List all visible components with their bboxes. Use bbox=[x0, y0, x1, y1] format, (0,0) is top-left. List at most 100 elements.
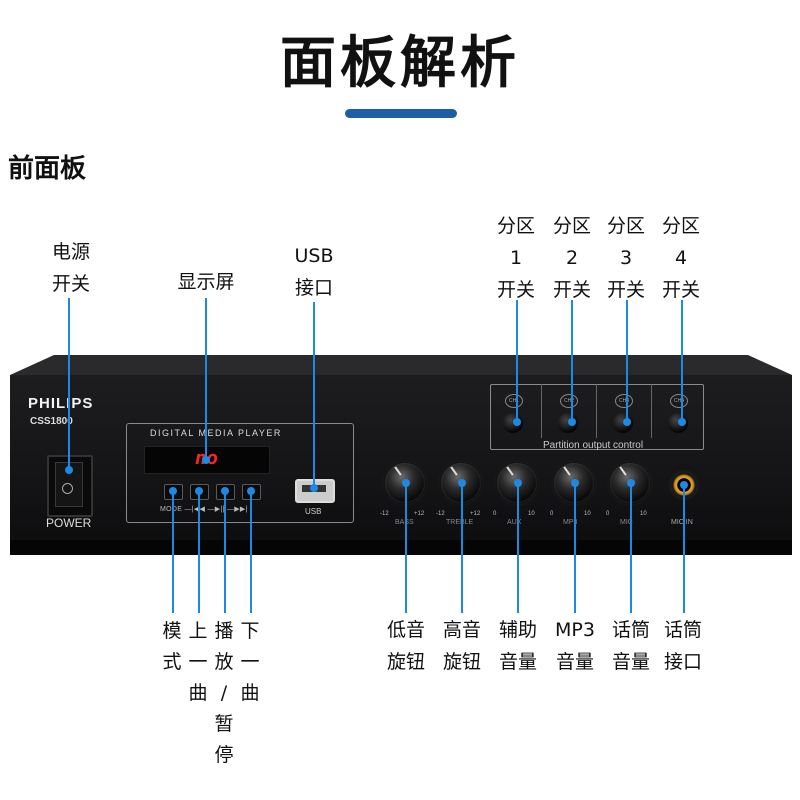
callout-zone-3: 分区 3 开关 bbox=[603, 210, 649, 306]
mp3-l1: MP3 bbox=[555, 619, 595, 641]
mic-l1: 话筒 bbox=[611, 619, 650, 641]
callout-prev: 上 一 曲 bbox=[187, 616, 209, 709]
callout-usb: USB 接口 bbox=[288, 240, 340, 304]
callout-line-zone1 bbox=[516, 300, 518, 420]
aux-min: 0 bbox=[493, 511, 497, 517]
callout-power: 电源 开关 bbox=[46, 236, 96, 300]
mic-knob-label: MIC bbox=[620, 519, 633, 526]
partition-frame bbox=[490, 384, 704, 450]
mic-min: 0 bbox=[606, 511, 610, 517]
partition-divider bbox=[541, 384, 542, 438]
ch2-label: CH2 bbox=[560, 394, 578, 408]
play-c4: 暂 bbox=[214, 713, 234, 735]
zone4-l3: 开关 bbox=[661, 279, 700, 301]
zone1-l1: 分区 bbox=[496, 215, 535, 237]
section-heading: 前面板 bbox=[8, 154, 87, 184]
callout-line-mic-jack bbox=[683, 485, 685, 613]
treble-min: -12 bbox=[436, 511, 445, 517]
page-title: 面板解析 bbox=[280, 30, 520, 96]
micjack-l1: 话筒 bbox=[663, 619, 702, 641]
callout-dot-usb bbox=[310, 484, 318, 492]
ch4-label: CH4 bbox=[670, 394, 688, 408]
play-c5: 停 bbox=[214, 744, 234, 766]
callout-power-line1: 电源 bbox=[51, 241, 90, 263]
callout-line-aux bbox=[517, 483, 519, 613]
callout-dot-zone3 bbox=[623, 418, 631, 426]
aux-l1: 辅助 bbox=[498, 619, 537, 641]
callout-line-mode bbox=[172, 491, 174, 613]
zone3-l3: 开关 bbox=[606, 279, 645, 301]
callout-line-zone4 bbox=[681, 300, 683, 420]
next-c3: 曲 bbox=[240, 682, 260, 704]
micjack-l2: 接口 bbox=[663, 651, 702, 673]
treble-label: TREBLE bbox=[446, 519, 474, 526]
aux-max: 10 bbox=[528, 511, 535, 517]
prev-c3: 曲 bbox=[188, 682, 208, 704]
callout-next: 下 一 曲 bbox=[239, 616, 261, 709]
power-label: POWER bbox=[46, 516, 92, 530]
prev-c2: 一 bbox=[188, 651, 208, 673]
mic-in-label: MIC IN bbox=[671, 519, 693, 526]
callout-dot-zone1 bbox=[513, 418, 521, 426]
mp3-min: 0 bbox=[550, 511, 554, 517]
callout-line-play bbox=[224, 491, 226, 613]
model-label: CSS1800 bbox=[30, 416, 73, 427]
callout-line-zone3 bbox=[626, 300, 628, 420]
callout-treble: 高音 旋钮 bbox=[436, 614, 488, 678]
mic-l2: 音量 bbox=[611, 651, 650, 673]
callout-line-mic bbox=[630, 483, 632, 613]
zone1-l2: 1 bbox=[509, 247, 523, 269]
callout-mic: 话筒 音量 bbox=[605, 614, 657, 678]
callout-mp3: MP3 音量 bbox=[548, 614, 602, 678]
ch1-label: CH1 bbox=[505, 394, 523, 408]
brand-logo: PHILIPS bbox=[28, 395, 94, 412]
next-c2: 一 bbox=[240, 651, 260, 673]
treble-max: +12 bbox=[470, 511, 481, 517]
zone4-l1: 分区 bbox=[661, 215, 700, 237]
callout-power-line2: 开关 bbox=[51, 273, 90, 295]
callout-line-treble bbox=[461, 483, 463, 613]
usb-port-label: USB bbox=[305, 507, 322, 516]
title-underline bbox=[345, 109, 457, 118]
play-c1: 播 bbox=[214, 620, 234, 642]
zone1-l3: 开关 bbox=[496, 279, 535, 301]
callout-zone-1: 分区 1 开关 bbox=[493, 210, 539, 306]
aux-label: AUX bbox=[507, 519, 522, 526]
callout-aux: 辅助 音量 bbox=[492, 614, 544, 678]
zone2-l1: 分区 bbox=[552, 215, 591, 237]
callout-zone-4: 分区 4 开关 bbox=[658, 210, 704, 306]
mic-max: 10 bbox=[640, 511, 647, 517]
callout-dot-zone2 bbox=[568, 418, 576, 426]
callout-bass: 低音 旋钮 bbox=[380, 614, 432, 678]
prev-c1: 上 bbox=[188, 620, 208, 642]
callout-line-mp3 bbox=[574, 483, 576, 613]
power-symbol-icon bbox=[62, 483, 73, 494]
partition-divider bbox=[596, 384, 597, 438]
bass-l2: 旋钮 bbox=[386, 651, 425, 673]
callout-zone-2: 分区 2 开关 bbox=[549, 210, 595, 306]
zone2-l3: 开关 bbox=[552, 279, 591, 301]
callout-line-usb bbox=[313, 302, 315, 488]
callout-usb-line1: USB bbox=[294, 245, 334, 267]
zone4-l2: 4 bbox=[674, 247, 688, 269]
bass-l1: 低音 bbox=[386, 619, 425, 641]
zone2-l2: 2 bbox=[565, 247, 579, 269]
play-c3: / bbox=[220, 682, 228, 704]
callout-mode: 模 式 bbox=[161, 616, 183, 678]
callout-dot-power bbox=[65, 466, 73, 474]
callout-line-next bbox=[250, 491, 252, 613]
media-player-title: DIGITAL MEDIA PLAYER bbox=[150, 428, 282, 438]
mode-c2: 式 bbox=[162, 651, 182, 673]
media-player-frame bbox=[126, 423, 354, 523]
button-row-label: MODE —|◀◀ —▶|| —▶▶| bbox=[160, 506, 248, 513]
callout-line-zone2 bbox=[571, 300, 573, 420]
next-c1: 下 bbox=[240, 620, 260, 642]
callout-dot-zone4 bbox=[678, 418, 686, 426]
treble-l2: 旋钮 bbox=[442, 651, 481, 673]
mp3-label: MP3 bbox=[563, 519, 578, 526]
mp3-l2: 音量 bbox=[555, 651, 594, 673]
bass-min: -12 bbox=[380, 511, 389, 517]
zone3-l1: 分区 bbox=[606, 215, 645, 237]
partition-label: Partition output control bbox=[543, 440, 644, 451]
callout-line-prev bbox=[198, 491, 200, 613]
